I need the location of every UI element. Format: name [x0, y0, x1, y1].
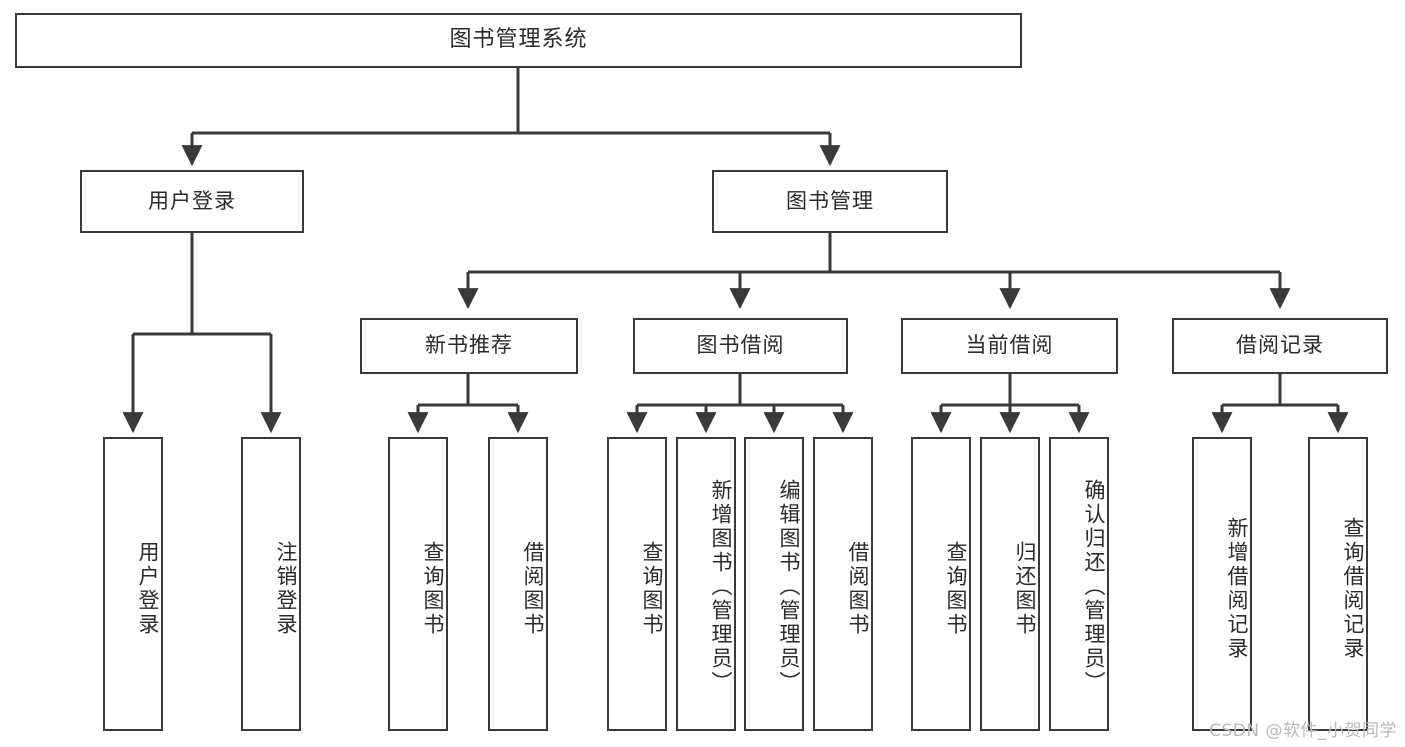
node-book-borrow[interactable]: 图书借阅 [633, 318, 848, 374]
node-root-system[interactable]: 图书管理系统 [15, 13, 1022, 68]
node-book-management[interactable]: 图书管理 [712, 170, 948, 233]
leaf-new-book-borrow-book[interactable]: 借阅图书 [488, 437, 548, 731]
node-current-borrow[interactable]: 当前借阅 [901, 318, 1118, 374]
leaf-user-login-logout[interactable]: 注销登录 [241, 437, 301, 731]
leaf-current-borrow-confirm-return-admin[interactable]: 确认归还（管理员） [1049, 437, 1109, 731]
leaf-book-borrow-query-book[interactable]: 查询图书 [607, 437, 667, 731]
node-new-book-recommendation[interactable]: 新书推荐 [360, 318, 578, 374]
leaf-book-borrow-borrow-book[interactable]: 借阅图书 [813, 437, 873, 731]
leaf-book-borrow-edit-book-admin[interactable]: 编辑图书（管理员） [744, 437, 804, 731]
leaf-borrow-record-add-record[interactable]: 新增借阅记录 [1192, 437, 1252, 731]
csdn-watermark: CSDN @软件_小贺同学 [1209, 721, 1397, 741]
leaf-book-borrow-add-book-admin[interactable]: 新增图书（管理员） [676, 437, 736, 731]
node-borrow-record[interactable]: 借阅记录 [1172, 318, 1388, 374]
leaf-current-borrow-query-book[interactable]: 查询图书 [911, 437, 971, 731]
leaf-current-borrow-return-book[interactable]: 归还图书 [980, 437, 1040, 731]
leaf-user-login-login[interactable]: 用户登录 [103, 437, 163, 731]
leaf-borrow-record-query-record[interactable]: 查询借阅记录 [1308, 437, 1368, 731]
leaf-new-book-query-book[interactable]: 查询图书 [388, 437, 448, 731]
node-user-login[interactable]: 用户登录 [80, 170, 304, 233]
